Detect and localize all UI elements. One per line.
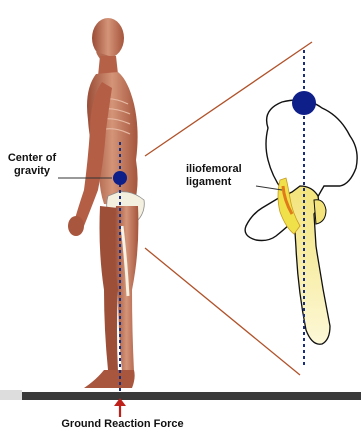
head	[92, 18, 124, 58]
human-figure	[68, 18, 144, 388]
ground-line	[22, 392, 361, 400]
center-of-gravity-dot	[113, 171, 127, 185]
foot	[84, 370, 135, 388]
force-arrow-icon	[114, 398, 126, 417]
hand	[68, 216, 84, 236]
ground-reaction-force-label: Ground Reaction Force	[0, 418, 245, 431]
magnified-hip	[245, 100, 357, 344]
iliofemoral-ligament-label: iliofemoral ligament	[186, 163, 256, 189]
zoom-line-bottom	[145, 248, 300, 375]
center-of-gravity-label: Center of gravity	[6, 152, 58, 178]
center-of-gravity-dot-large	[292, 91, 316, 115]
